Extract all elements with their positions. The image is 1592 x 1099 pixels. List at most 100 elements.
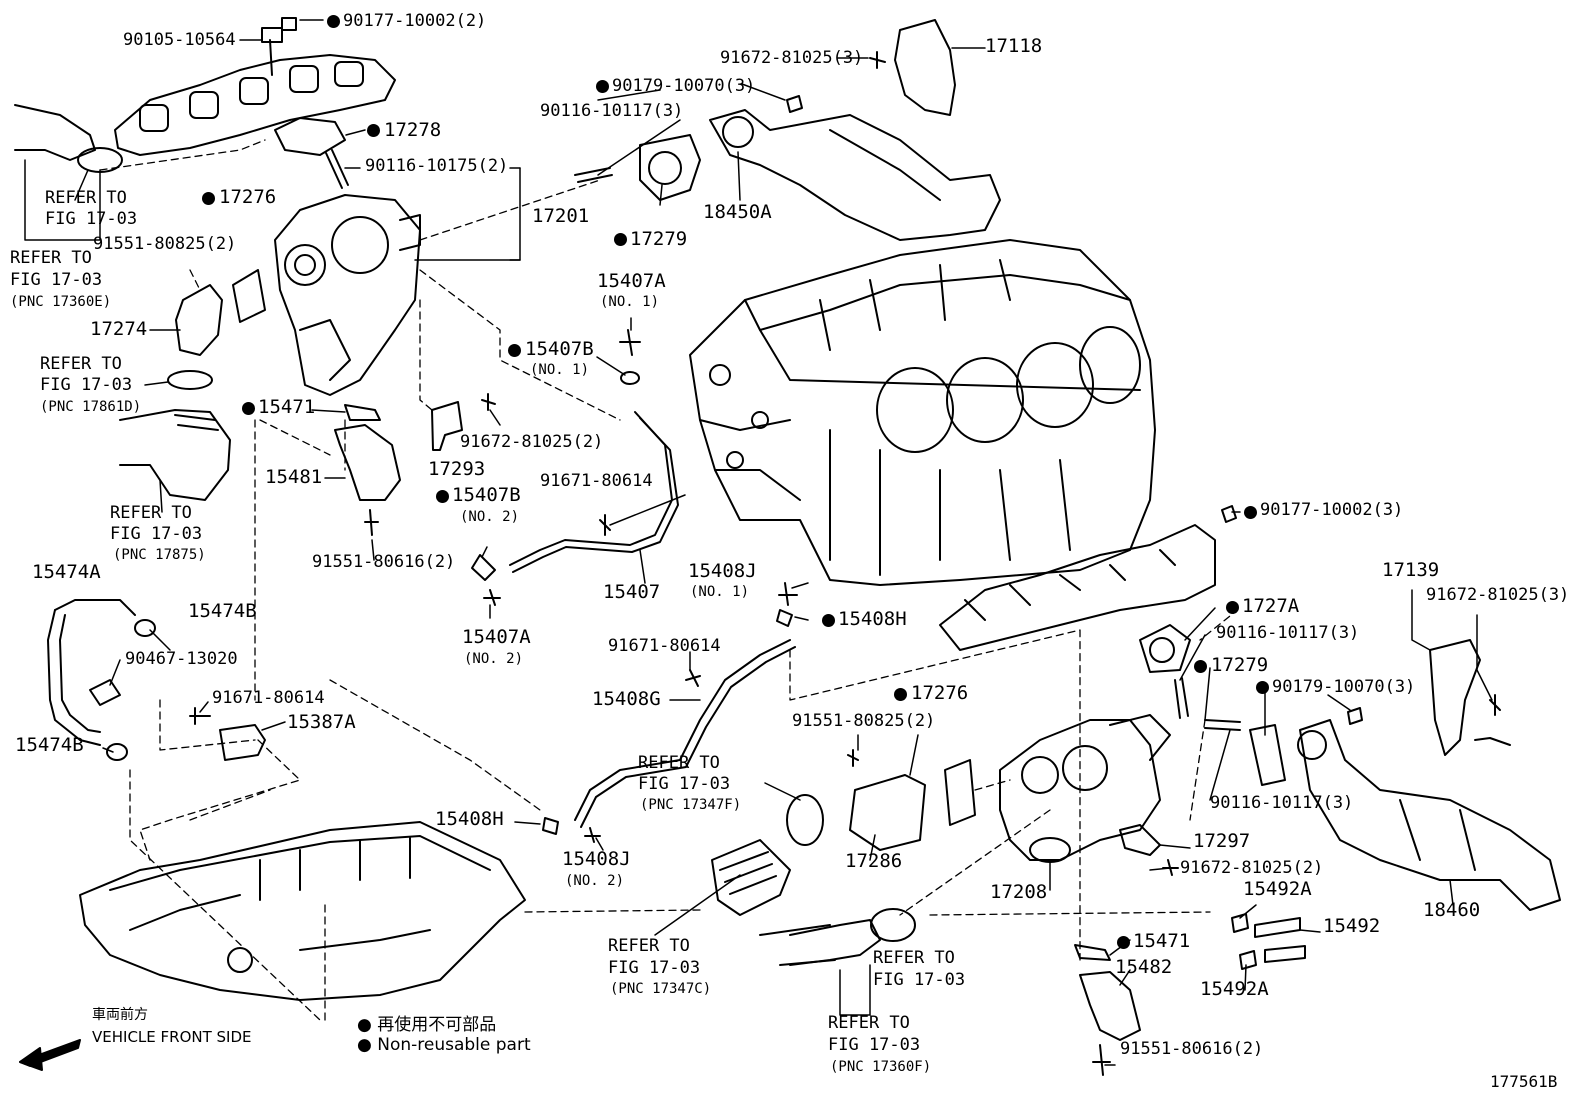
label-91672-81025-3-right: 91672-81025(3) [1426,585,1570,605]
label-15474B-bot: 15474B [15,734,84,756]
label-17279-right: 17279 [1211,654,1269,676]
label-17286: 17286 [845,850,903,872]
non-reusable-marker [1194,660,1207,673]
label-15407: 15407 [603,581,661,603]
diagram-id: 177561B [1490,1072,1558,1091]
label-15471-top: 15471 [258,396,316,418]
label-17274: 17274 [90,318,148,340]
label-91671-80614-low: 91671-80614 [212,688,325,708]
label-15408J-top: 15408J [688,560,757,582]
label-17139: 17139 [1382,559,1440,581]
refer-fig-d-line3: (PNC 17875) [113,547,206,563]
label-91551-80616-2-bot: 91551-80616(2) [1120,1039,1264,1059]
elbow-15481 [334,424,401,501]
label-17201: 17201 [532,205,590,227]
engine-block [689,239,1156,586]
refer-fig-c-line3: (PNC 17861D) [40,399,142,415]
refer-fig-d-line1: REFER TO [110,503,192,523]
non-reusable-marker [596,80,609,93]
label-91551-80616-2-top: 91551-80616(2) [312,552,456,572]
label-18460: 18460 [1423,899,1481,921]
front-label-jp: 車両前方 [92,1007,148,1023]
label-90116-10175-2: 90116-10175(2) [365,156,509,176]
refer-fig-c-line2: FIG 17-03 [40,375,133,395]
hose-15474A [54,599,136,616]
label-15482: 15482 [1115,956,1173,978]
refer-fig-g-line2: FIG 17-03 [873,970,966,990]
exhaust-manifold-left [114,17,396,156]
turbocharger-upper [274,194,421,396]
refer-fig-h-line1: REFER TO [828,1013,910,1033]
label-15408H-bot: 15408H [435,808,504,830]
refer-fig-a-line1: REFER TO [45,188,127,208]
refer-fig-e-line2: FIG 17-03 [638,774,731,794]
label-15407B-top-no: (NO. 1) [530,362,590,378]
label-15407A-bot-no: (NO. 2) [464,651,524,667]
label-90179-10070-3-right: 90179-10070(3) [1272,677,1416,697]
non-reusable-marker [1117,936,1130,949]
label-17118: 17118 [985,35,1043,57]
dashed-guide-lines [99,139,1236,1021]
label-15492: 15492 [1323,915,1381,937]
legend-en: ● Non-reusable part [357,1035,531,1055]
label-15408G: 15408G [592,688,661,710]
non-reusable-marker [1244,506,1257,519]
label-91671-80614-top: 91671-80614 [540,471,653,491]
label-15408J-top-no: (NO. 1) [690,584,750,600]
label-15407A-top: 15407A [597,270,666,292]
label-18450A: 18450A [703,201,772,223]
non-reusable-marker [367,124,380,137]
label-15407B-mid: 15407B [452,484,521,506]
label-91551-80825-2-top: 91551-80825(2) [93,234,237,254]
label-15408H-top: 15408H [838,608,907,630]
label-90116-10117-3-bot: 90116-10117(3) [1210,793,1354,813]
non-reusable-marker [327,15,340,28]
refer-fig-b-line2: FIG 17-03 [10,270,103,290]
label-17276-bot: 17276 [911,682,969,704]
non-reusable-marker [242,402,255,415]
label-17208: 17208 [990,881,1048,903]
non-reusable-marker [614,233,627,246]
label-90116-10117-3-mid: 90116-10117(3) [1216,623,1360,643]
label-15481: 15481 [265,466,323,488]
exhaust-manifold-right [939,505,1237,651]
refer-fig-f-line3: (PNC 17347C) [610,981,712,997]
hose-17286 [849,774,926,851]
label-15407B-mid-no: (NO. 2) [460,509,520,525]
refer-fig-f-line1: REFER TO [608,936,690,956]
label-91672-81025-2-bot: 91672-81025(2) [1180,858,1324,878]
label-15407A-top-no: (NO. 1) [600,294,660,310]
label-90177-10002-3: 90177-10002(3) [1260,500,1404,520]
refer-fig-f-line2: FIG 17-03 [608,958,701,978]
hose-17274 [175,284,223,356]
refer-fig-e-line1: REFER TO [638,753,720,773]
label-91672-81025-3-top: 91672-81025(3) [720,48,864,68]
front-label-en: VEHICLE FRONT SIDE [92,1028,252,1046]
refer-fig-h-line2: FIG 17-03 [828,1035,921,1055]
label-91551-80825-2-bot: 91551-80825(2) [792,711,936,731]
non-reusable-marker [822,614,835,627]
oil-pan [79,821,526,1001]
non-reusable-marker [436,490,449,503]
refer-fig-c-line1: REFER TO [40,354,122,374]
refer-fig-d-line2: FIG 17-03 [110,524,203,544]
refer-fig-b-line1: REFER TO [10,248,92,268]
label-15474B-top: 15474B [188,600,257,622]
label-90467-13020: 90467-13020 [125,649,238,669]
label-90105-10564: 90105-10564 [123,30,236,50]
label-17279-top: 17279 [630,228,688,250]
label-17293: 17293 [428,458,486,480]
refer-fig-e-line3: (PNC 17347F) [640,797,742,813]
oil-line-15407 [509,411,673,566]
label-15408J-bot: 15408J [562,848,631,870]
label-15471-bot: 15471 [1133,930,1191,952]
refer-fig-h-line3: (PNC 17360F) [830,1059,932,1075]
non-reusable-marker [1256,681,1269,694]
label-15408J-bot-no: (NO. 2) [565,873,625,889]
label-1727A: 1727A [1242,595,1300,617]
label-91672-81025-2-top: 91672-81025(2) [460,432,604,452]
refer-fig-g-line1: REFER TO [873,948,955,968]
label-91671-80614-mid: 91671-80614 [608,636,721,656]
turbocharger-lower [999,714,1171,863]
